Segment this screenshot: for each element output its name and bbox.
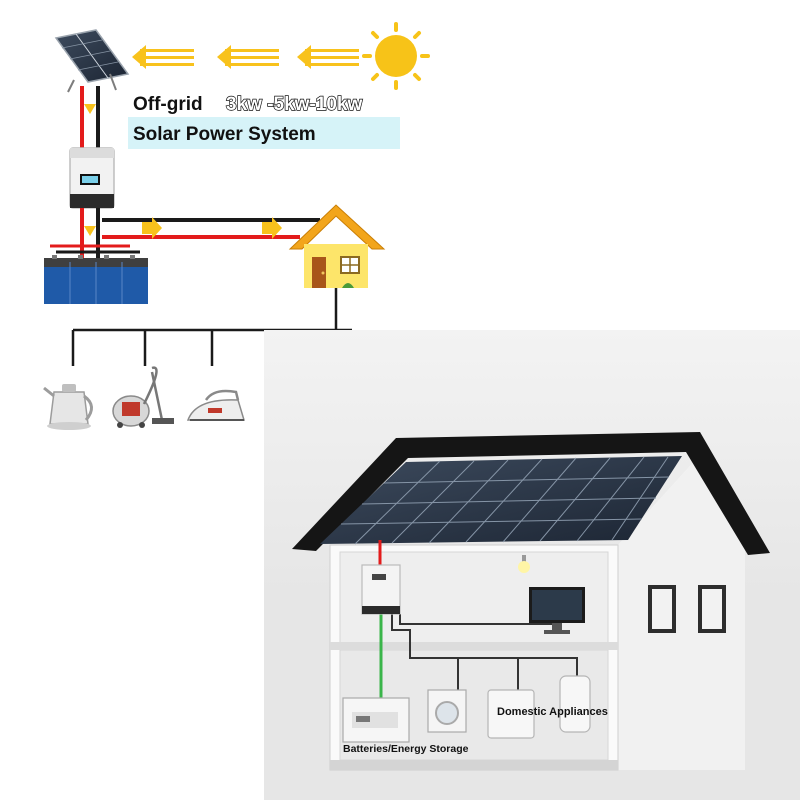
sun-icon [362,22,430,90]
inverter-icon [361,564,401,615]
flow-arrow [262,217,282,239]
title-capacity: 3kw -5kw-10kw [226,94,362,115]
vacuum-cleaner-icon [112,366,174,428]
house-icon [288,204,386,288]
panel-controller-wires [80,86,100,148]
sun-ray-arrow [217,45,279,69]
title-prefix: Off-grid [133,94,203,115]
charge-controller-icon [69,147,115,209]
domestic-appliances-label: Domestic Appliances [497,706,608,718]
controller-battery-house-wires [50,208,320,262]
sun-ray-arrow [297,45,359,69]
battery-bank-icon [44,255,148,304]
flow-arrow [142,217,162,239]
title-highlight [128,117,400,149]
batteries-label: Batteries/Energy Storage [343,743,469,755]
flow-arrow [84,104,96,114]
sun-ray-arrows [132,45,359,69]
house-illustration [264,330,800,800]
iron-icon [186,389,246,421]
sun-ray-arrow [132,45,194,69]
kettle-icon [43,384,93,430]
flow-arrow [84,226,96,236]
title-line2: Solar Power System [133,124,316,145]
interior-heater-icon [559,675,591,733]
interior-appliance-icon [487,689,535,739]
solar-panel-icon [54,29,130,93]
